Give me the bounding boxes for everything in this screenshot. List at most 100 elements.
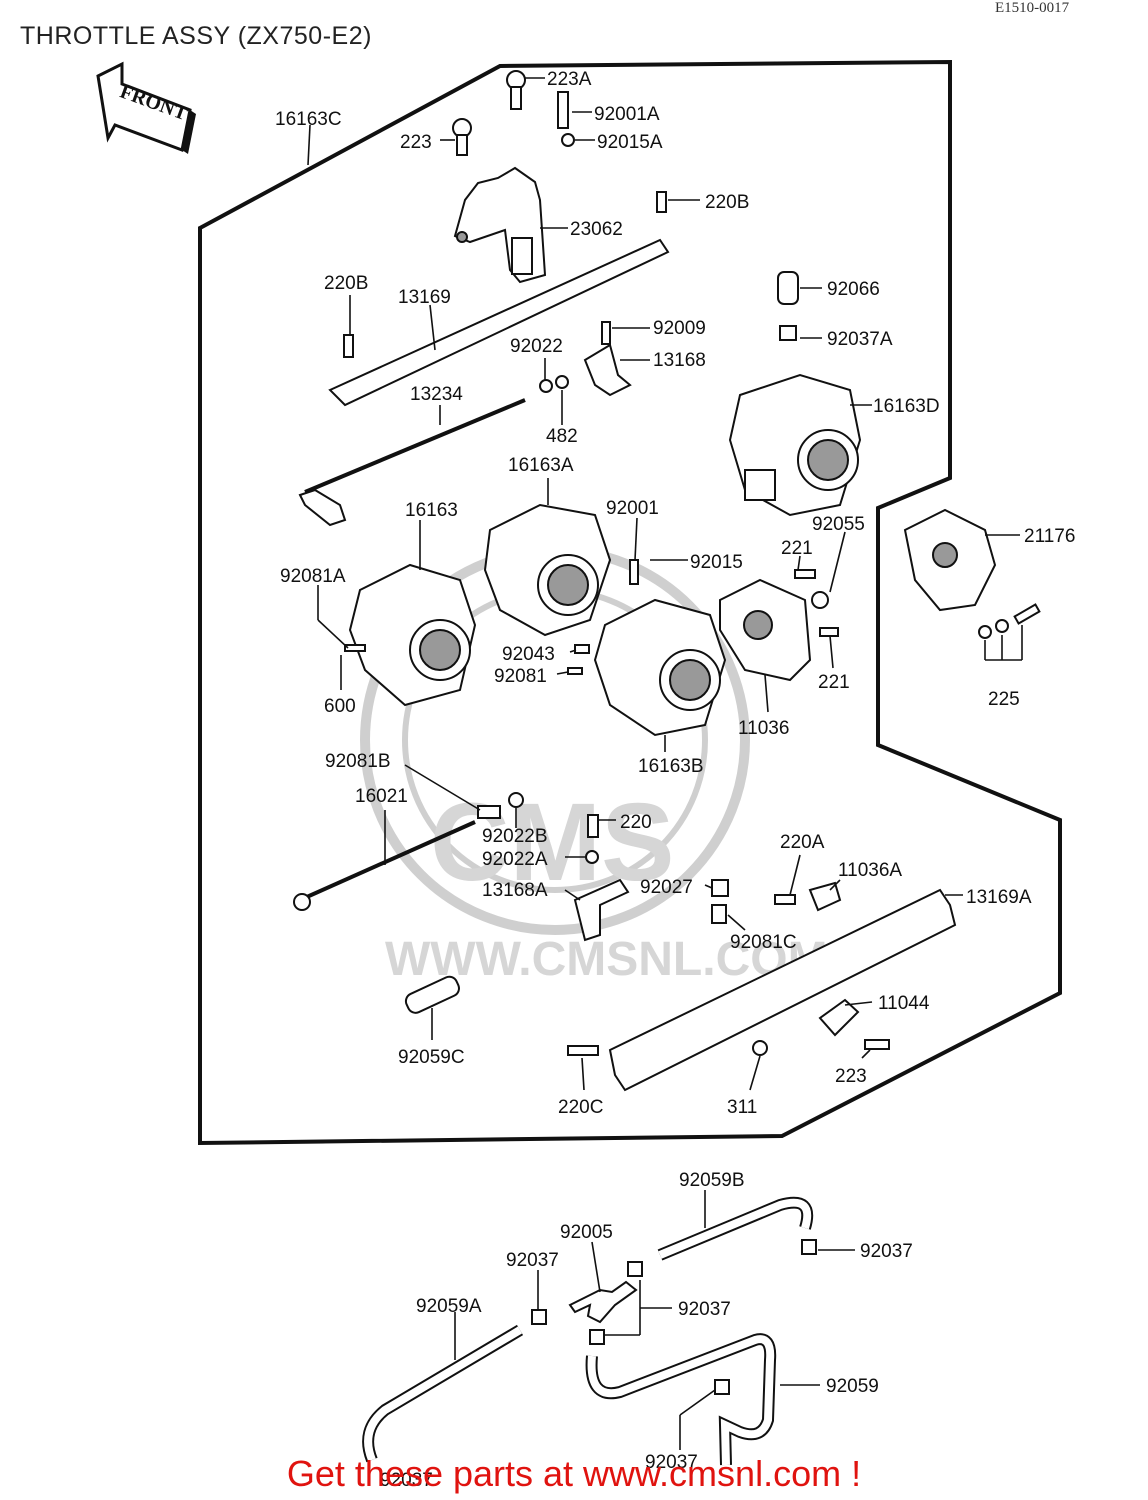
hose-92059-outline bbox=[585, 1333, 777, 1466]
part-labels: 223A 92001A 16163C 223 92015A 220B 23062… bbox=[275, 69, 1075, 1491]
label-92022A: 92022A bbox=[482, 849, 548, 870]
spring-92081B bbox=[477, 805, 501, 819]
sensor-21176 bbox=[903, 508, 997, 612]
label-16021: 16021 bbox=[355, 786, 408, 807]
label-220: 220 bbox=[620, 812, 652, 833]
spring-92043 bbox=[574, 644, 590, 654]
throttle-body-16163A bbox=[483, 503, 612, 637]
label-220B-top: 220B bbox=[705, 192, 749, 213]
label-11036A: 11036A bbox=[838, 860, 902, 881]
label-221-top: 221 bbox=[781, 538, 813, 559]
tube-92059C bbox=[404, 975, 460, 1014]
label-16163A: 16163A bbox=[508, 455, 574, 476]
label-92059A: 92059A bbox=[416, 1296, 482, 1317]
hose-92059A bbox=[364, 1326, 523, 1462]
washer-92022B bbox=[508, 792, 524, 808]
clamp-92037-mid1 bbox=[627, 1261, 643, 1277]
label-92059C: 92059C bbox=[398, 1047, 465, 1068]
label-11036: 11036 bbox=[738, 718, 789, 739]
washer-92022A bbox=[585, 850, 599, 864]
label-13169: 13169 bbox=[398, 287, 451, 308]
hose-92059A-outline bbox=[362, 1324, 524, 1463]
label-92001A: 92001A bbox=[594, 104, 660, 125]
cap-92066 bbox=[777, 271, 799, 305]
label-92001: 92001 bbox=[606, 498, 659, 519]
clamp-92037-left bbox=[531, 1309, 547, 1325]
label-600: 600 bbox=[324, 696, 356, 717]
label-16163C: 16163C bbox=[275, 109, 342, 130]
label-92037-left: 92037 bbox=[506, 1250, 559, 1271]
label-92081C: 92081C bbox=[730, 932, 797, 953]
label-223A: 223A bbox=[547, 69, 592, 90]
label-92066: 92066 bbox=[827, 279, 880, 300]
label-92005: 92005 bbox=[560, 1222, 613, 1243]
front-arrow-icon: FRONT bbox=[96, 61, 196, 154]
label-16163D: 16163D bbox=[873, 396, 940, 417]
rail-13169 bbox=[328, 238, 670, 407]
label-92037-bottom: 92037 bbox=[380, 1470, 433, 1491]
label-92081A: 92081A bbox=[280, 566, 346, 587]
bracket-13168A bbox=[573, 878, 630, 942]
footer-link-text[interactable]: Get these parts at www.cmsnl.com ! bbox=[286, 1453, 862, 1494]
diagram-title: THROTTLE ASSY (ZX750-E2) bbox=[20, 22, 372, 50]
label-92081: 92081 bbox=[494, 666, 547, 687]
label-220B-left: 220B bbox=[324, 273, 368, 294]
washer-225b bbox=[995, 619, 1009, 633]
label-92037A: 92037A bbox=[827, 329, 893, 350]
label-23062: 23062 bbox=[570, 219, 623, 240]
label-92037-lower: 92037 bbox=[645, 1452, 698, 1473]
screw-220B-top bbox=[656, 191, 667, 213]
rail-13169A bbox=[608, 888, 957, 1092]
clamp-92037A bbox=[779, 325, 797, 341]
joint-92005 bbox=[568, 1280, 638, 1324]
label-13168: 13168 bbox=[653, 350, 706, 371]
label-13168A: 13168A bbox=[482, 880, 548, 901]
shaft-16021 bbox=[299, 820, 476, 902]
throttle-body-16163 bbox=[348, 563, 477, 707]
label-220C: 220C bbox=[558, 1097, 603, 1118]
screw-221-top bbox=[794, 569, 816, 579]
nut-311 bbox=[752, 1040, 768, 1056]
label-16163: 16163 bbox=[405, 500, 458, 521]
cover-11036 bbox=[719, 578, 812, 682]
label-92055: 92055 bbox=[812, 514, 865, 535]
assembly-outline bbox=[198, 59, 1062, 1146]
label-92059: 92059 bbox=[826, 1376, 879, 1397]
throttle-body-16163D bbox=[728, 373, 862, 517]
spring-92081A bbox=[344, 644, 366, 652]
screw-223 bbox=[452, 118, 472, 156]
label-92043: 92043 bbox=[502, 644, 555, 665]
bracket-13168 bbox=[583, 343, 632, 397]
label-92009: 92009 bbox=[653, 318, 706, 339]
watermark-url: WWW.CMSNL.COM bbox=[385, 933, 828, 986]
label-92027: 92027 bbox=[640, 877, 693, 898]
label-225: 225 bbox=[988, 689, 1020, 710]
hose-92059 bbox=[587, 1335, 775, 1466]
diagram-code: E1510-0017 bbox=[995, 0, 1070, 16]
hose-92059B bbox=[658, 1198, 812, 1259]
screw-223-bot bbox=[864, 1039, 890, 1050]
bracket-11044 bbox=[818, 998, 860, 1037]
shaft-16021-end bbox=[293, 893, 311, 911]
label-13234: 13234 bbox=[410, 384, 463, 405]
bracket-23062 bbox=[453, 166, 547, 284]
label-92022: 92022 bbox=[510, 336, 563, 357]
screw-223A bbox=[506, 70, 526, 110]
label-16163B: 16163B bbox=[638, 756, 704, 777]
lever-13234 bbox=[298, 488, 347, 527]
label-92059B: 92059B bbox=[679, 1170, 745, 1191]
clamp-92037-right bbox=[801, 1239, 817, 1255]
label-11044: 11044 bbox=[878, 993, 930, 1014]
label-311: 311 bbox=[727, 1097, 757, 1118]
label-482: 482 bbox=[546, 426, 578, 447]
stud-92001A bbox=[557, 91, 575, 147]
bracket-11036A bbox=[808, 881, 842, 912]
shaft-13234 bbox=[304, 398, 526, 494]
label-223-bot: 223 bbox=[835, 1066, 867, 1087]
label-92022B: 92022B bbox=[482, 826, 548, 847]
spring-92081C bbox=[711, 904, 727, 924]
oring-92055 bbox=[811, 591, 829, 609]
nut-482 bbox=[555, 375, 569, 389]
washer-92022 bbox=[539, 379, 553, 393]
